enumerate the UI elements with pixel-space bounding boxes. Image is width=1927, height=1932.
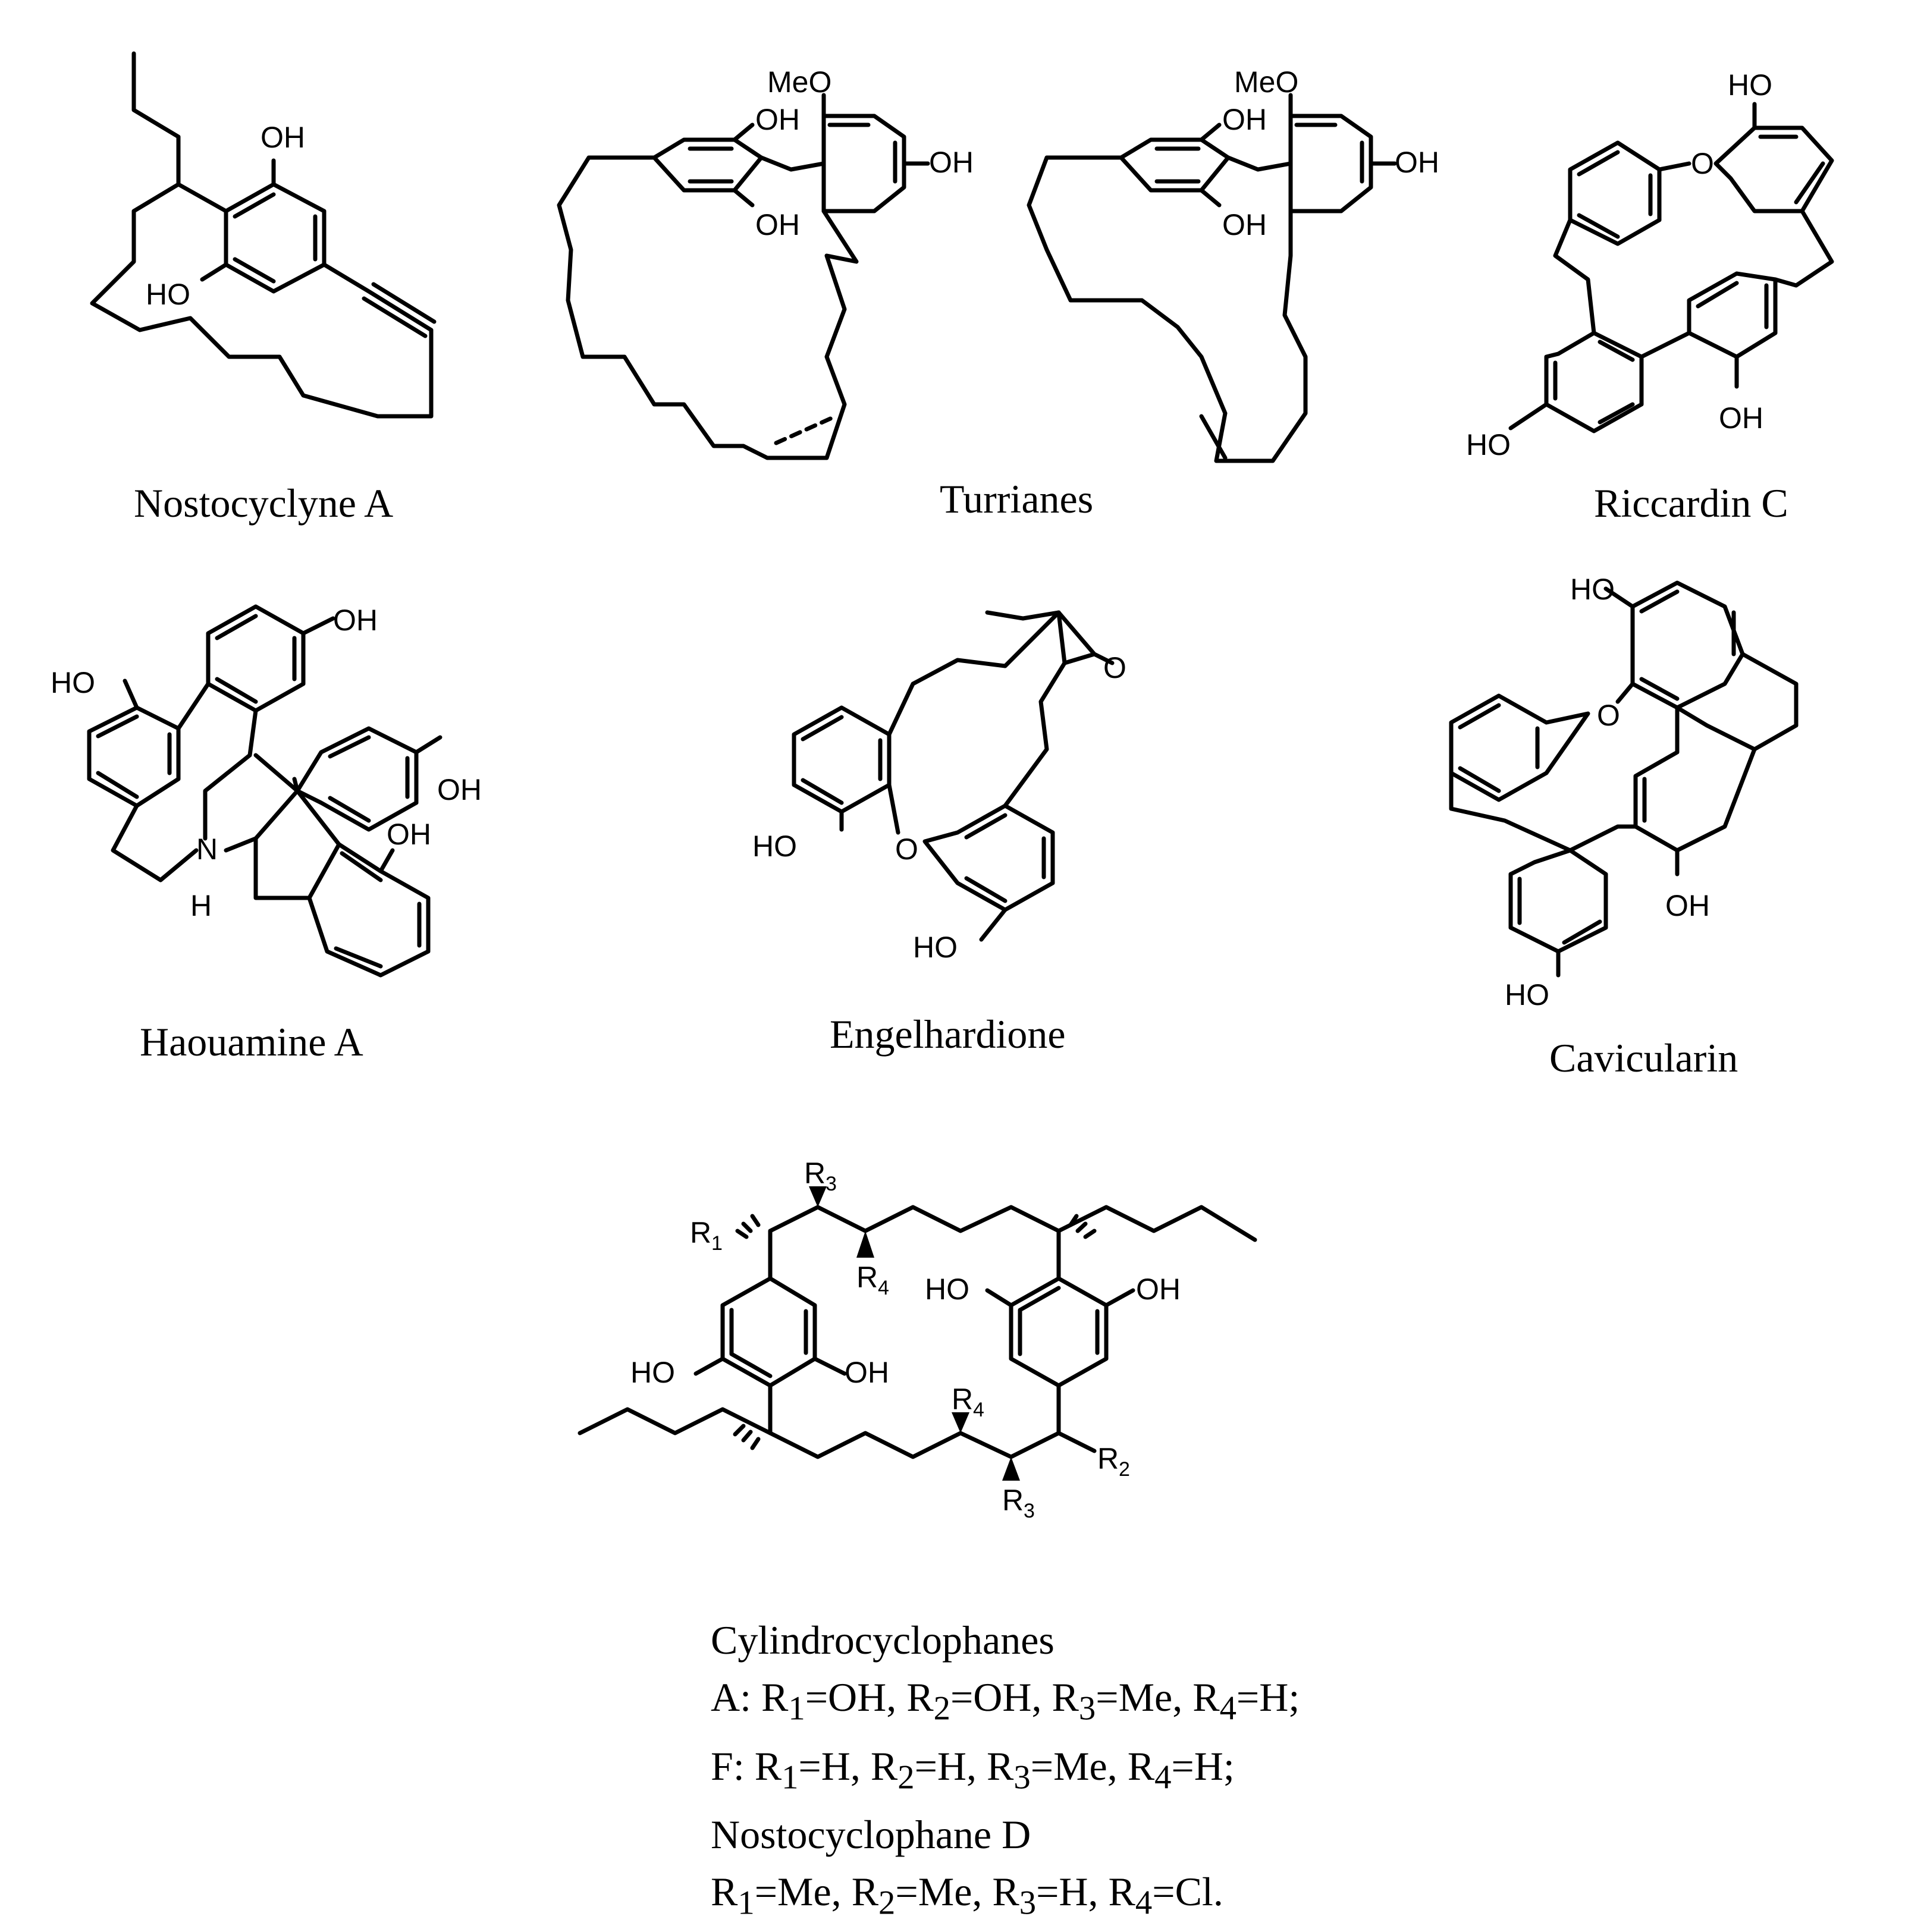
cylindro-line-a: A: R1=OH, R2=OH, R3=Me, R4=H; xyxy=(711,1675,1300,1727)
atom-label-oh: OH xyxy=(1136,1273,1181,1306)
svg-text:R: R xyxy=(804,1157,826,1190)
atom-label-ho: HO xyxy=(925,1273,969,1306)
atom-label-meo: MeO xyxy=(767,65,831,99)
atom-label-oh: OH xyxy=(755,208,800,241)
svg-text:R: R xyxy=(690,1216,711,1249)
svg-text:3: 3 xyxy=(826,1173,837,1195)
atom-label-ho: HO xyxy=(146,278,190,311)
svg-text:4: 4 xyxy=(878,1277,889,1299)
atom-label-ho: HO xyxy=(1570,573,1615,606)
atom-label-ho: HO xyxy=(1728,68,1772,102)
atom-label-oh: OH xyxy=(929,146,974,179)
caption-engelhardione: Engelhardione xyxy=(830,1011,1066,1057)
atom-label-oh: OH xyxy=(1719,401,1763,435)
caption-riccardin-c: Riccardin C xyxy=(1594,480,1788,526)
atom-label-ho: HO xyxy=(51,666,95,699)
svg-text:R: R xyxy=(952,1383,973,1416)
atom-label-oh: OH xyxy=(437,773,482,806)
structure-cylindrocyclophane: HO OH HO OH R 1 R 3 R 4 R 4 R 3 R 2 xyxy=(578,1157,1257,1522)
structure-engelhardione: HO O HO O xyxy=(752,610,1126,964)
atom-label-o: O xyxy=(895,833,918,866)
caption-haouamine-a: Haouamine A xyxy=(140,1019,363,1064)
svg-text:1: 1 xyxy=(711,1232,723,1255)
nostocyclophane-title: Nostocyclophane D xyxy=(711,1812,1031,1858)
atom-label-oh: OH xyxy=(845,1356,889,1389)
caption-cylindrocyclophanes: Cylindrocyclophanes A: R1=OH, R2=OH, R3=… xyxy=(711,1611,1300,1932)
cylindro-line-f: F: R1=H, R2=H, R3=Me, R4=H; xyxy=(711,1743,1235,1796)
svg-text:R: R xyxy=(1097,1442,1119,1475)
atom-label-oh: OH xyxy=(333,604,378,637)
svg-text:3: 3 xyxy=(1024,1500,1035,1522)
atom-label-ho: HO xyxy=(752,830,797,863)
structure-turrianes: OH OH MeO OH xyxy=(557,65,974,460)
atom-label-oh: OH xyxy=(755,103,800,136)
svg-text:4: 4 xyxy=(973,1399,984,1421)
atom-label-oh: OH xyxy=(1665,889,1710,922)
atom-label-o: O xyxy=(1691,147,1714,180)
structure-turrianes-isomer: OH OH MeO OH xyxy=(1027,65,1439,463)
structure-nostocyclyne-a: OH HO xyxy=(90,51,437,419)
svg-text:R: R xyxy=(1002,1484,1024,1517)
svg-text:OH: OH xyxy=(1222,103,1267,136)
svg-text:R: R xyxy=(856,1261,878,1294)
atom-label-ho: HO xyxy=(913,931,958,964)
cylindro-title: Cylindrocyclophanes xyxy=(711,1617,1054,1663)
atom-label-ho: HO xyxy=(1505,978,1549,1011)
caption-turrianes: Turrianes xyxy=(940,476,1094,522)
atom-label-oh: OH xyxy=(387,818,431,851)
atom-label-oh: OH xyxy=(261,121,305,154)
caption-nostocyclyne-a: Nostocyclyne A xyxy=(134,480,394,526)
atom-label-ho: HO xyxy=(630,1356,675,1389)
structure-riccardin-c: O HO HO OH xyxy=(1466,68,1834,461)
svg-text:MeO: MeO xyxy=(1234,65,1298,99)
atom-label-o: O xyxy=(1103,651,1126,684)
svg-text:OH: OH xyxy=(1222,208,1267,241)
atom-label-ho: HO xyxy=(1466,428,1511,461)
atom-label-h: H xyxy=(190,889,212,922)
structure-haouamine-a: OH HO N H OH OH xyxy=(51,604,482,978)
nostocyclophane-line: R1=Me, R2=Me, R3=H, R4=Cl. xyxy=(711,1869,1223,1922)
caption-cavicularin: Cavicularin xyxy=(1549,1035,1738,1080)
atom-label-o: O xyxy=(1597,699,1620,732)
svg-text:2: 2 xyxy=(1119,1458,1130,1481)
structure-cavicularin: HO O OH HO xyxy=(1449,573,1799,1011)
svg-text:OH: OH xyxy=(1395,146,1439,179)
